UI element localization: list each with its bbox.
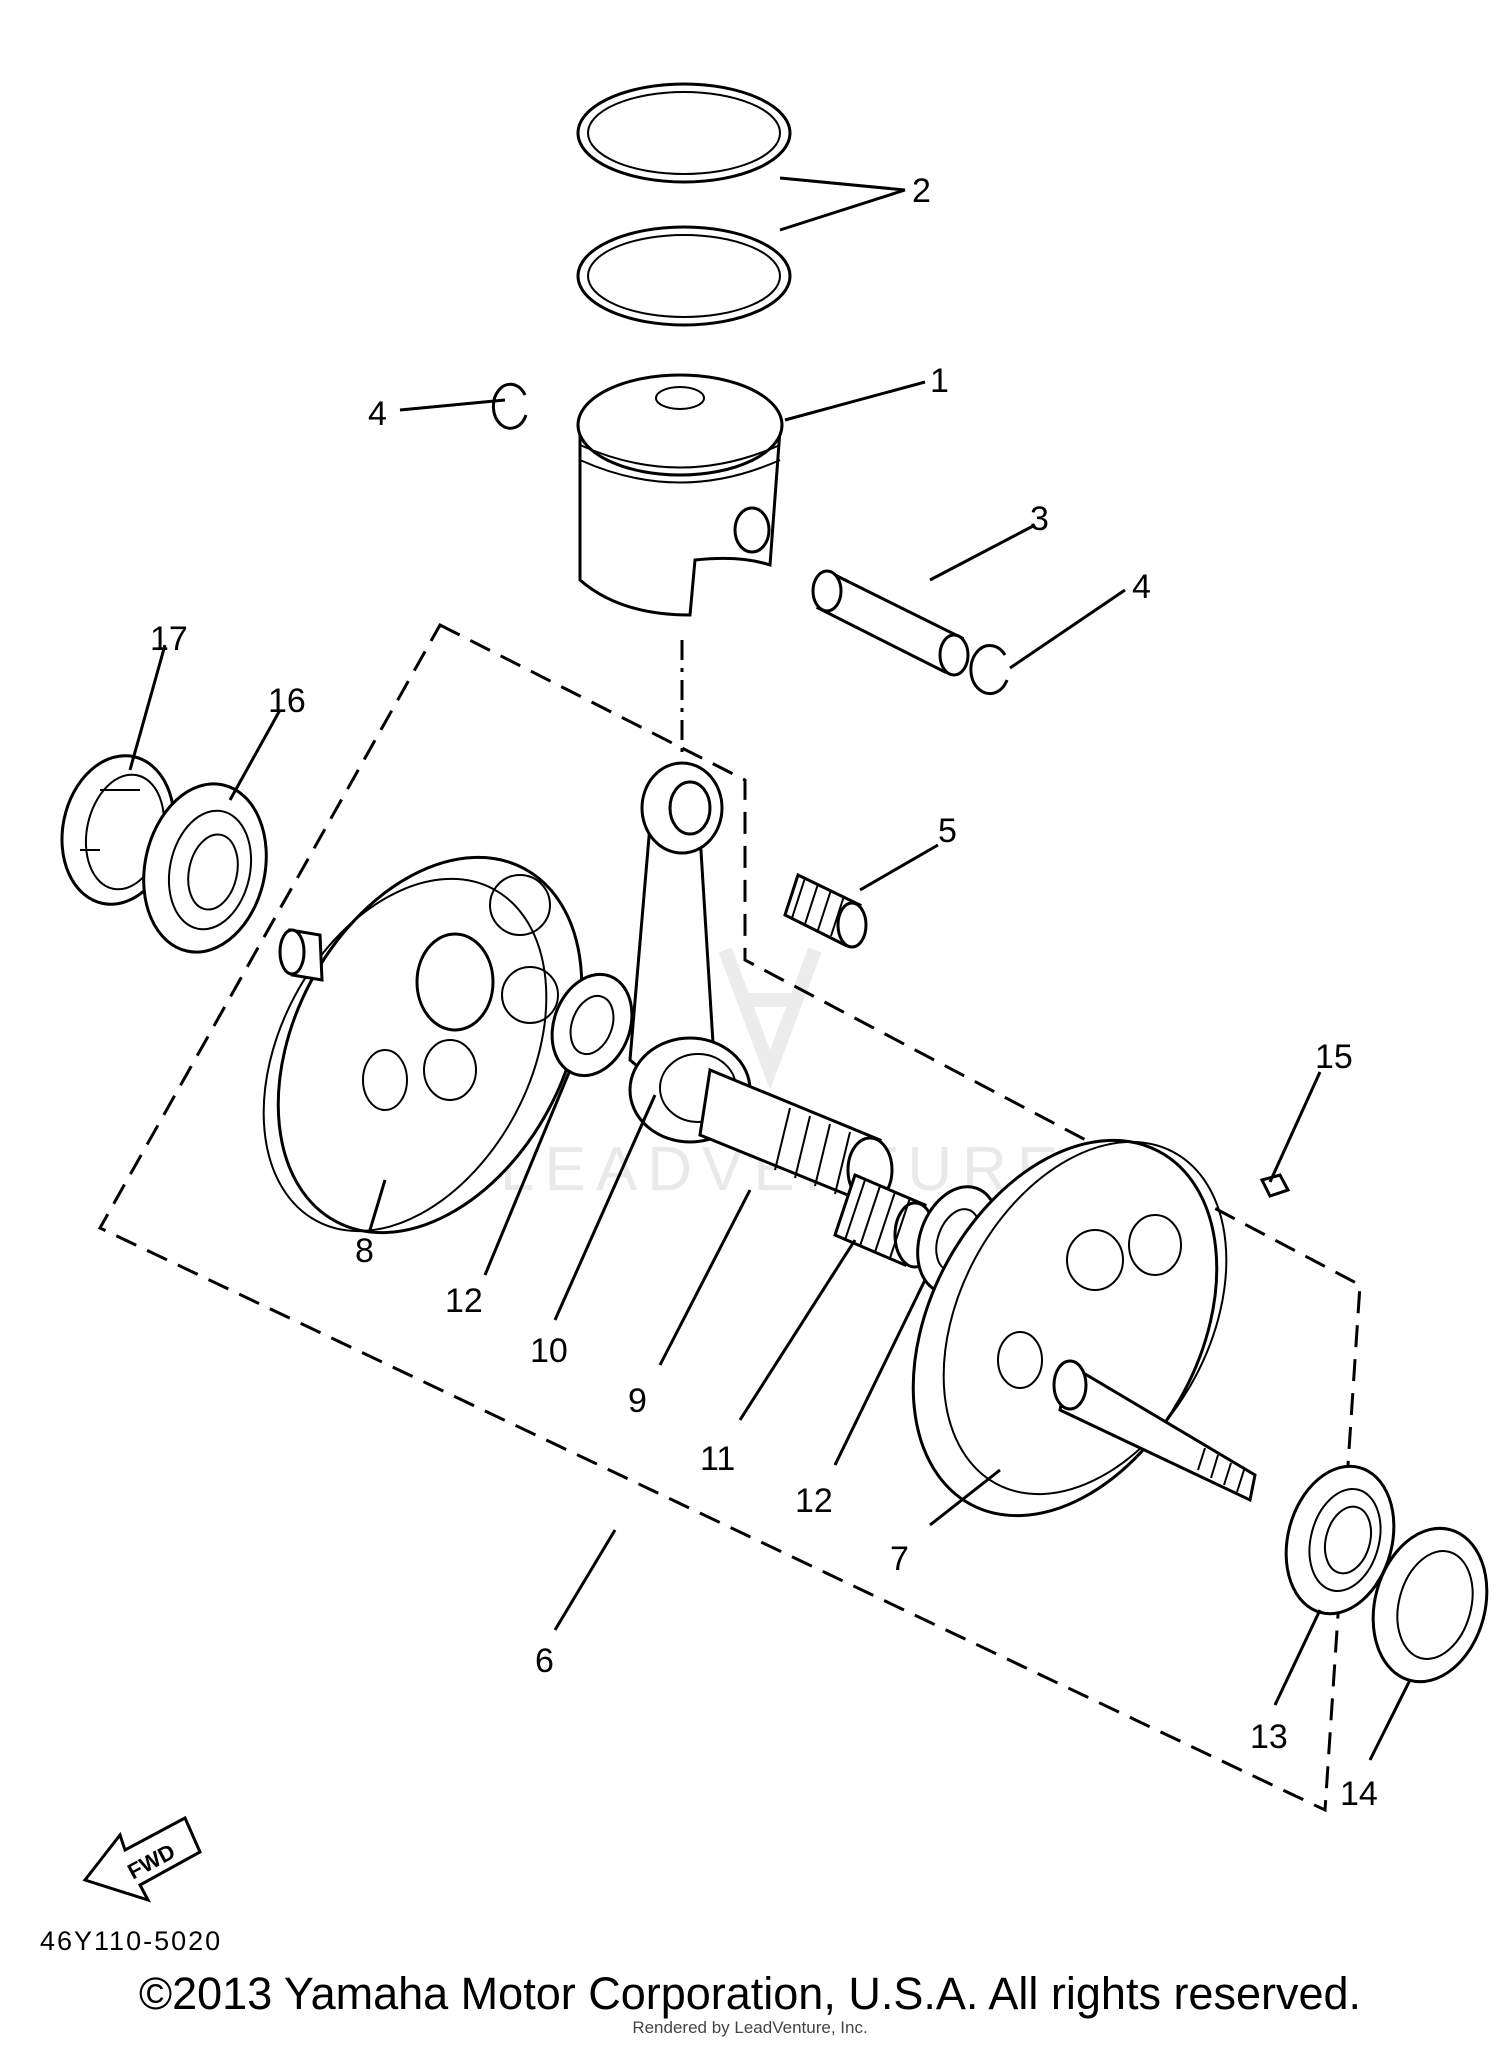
callout-1: 1 <box>930 362 949 400</box>
callout-15: 15 <box>1315 1038 1353 1076</box>
callout-13: 13 <box>1250 1718 1288 1756</box>
fwd-arrow: FWD <box>82 1815 202 1903</box>
crankshaft-assembly-boundary <box>97 623 1362 1813</box>
callout-11: 11 <box>700 1440 735 1478</box>
callout-10: 10 <box>530 1332 568 1370</box>
callout-4-right: 4 <box>1132 568 1151 606</box>
circlip-right <box>969 644 1009 696</box>
piston-rings <box>576 82 792 327</box>
bearing-right <box>1284 1464 1396 1616</box>
thrust-washer-left <box>550 972 634 1078</box>
copyright-notice: ©2013 Yamaha Motor Corporation, U.S.A. A… <box>138 1968 1362 2019</box>
callout-labels: 2 1 4 3 4 17 16 5 15 8 12 10 9 11 12 7 6… <box>150 172 1378 1813</box>
woodruff-key <box>1259 1173 1291 1198</box>
part-code: 46Y110-5020 <box>40 1926 222 1956</box>
needle-bearing-small-end <box>783 872 868 949</box>
bearing-left <box>142 782 268 954</box>
piston-pin <box>811 569 970 677</box>
circlip-left <box>491 382 528 430</box>
rendered-by-notice: Rendered by LeadVenture, Inc. <box>632 2018 868 2037</box>
callout-4-left: 4 <box>368 395 387 433</box>
callout-17: 17 <box>150 620 188 658</box>
callout-6: 6 <box>535 1642 554 1680</box>
callout-9: 9 <box>628 1382 647 1420</box>
crank-wheel-left <box>262 855 584 1235</box>
callout-3: 3 <box>1030 500 1049 538</box>
callout-16: 16 <box>268 682 306 720</box>
crank-wheel-right <box>911 1138 1257 1518</box>
piston <box>576 373 784 617</box>
callout-8: 8 <box>355 1232 374 1270</box>
oil-seal-right <box>1371 1526 1489 1684</box>
callout-7: 7 <box>890 1540 909 1578</box>
callout-5: 5 <box>938 812 957 850</box>
callout-12-right: 12 <box>795 1482 833 1520</box>
leader-lines <box>128 176 1412 1761</box>
callout-12-left: 12 <box>445 1282 483 1320</box>
callout-14: 14 <box>1340 1775 1378 1813</box>
callout-2: 2 <box>912 172 931 210</box>
